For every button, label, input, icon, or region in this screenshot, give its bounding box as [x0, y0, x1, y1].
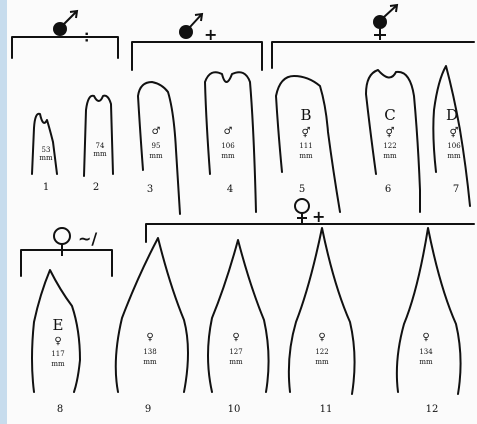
group-mark-top-mid: +: [204, 25, 217, 44]
specimen-sex: ⚥: [301, 126, 310, 139]
specimen-number: 12: [426, 404, 439, 415]
specimen-sex: ♂: [152, 126, 161, 137]
specimen-unit: mm: [39, 154, 53, 162]
specimen-number: 6: [385, 184, 391, 195]
bracket-bottom-left: [21, 250, 112, 276]
specimen-letter: E: [53, 316, 64, 334]
specimen-length: 106: [447, 142, 461, 150]
specimen-number: 1: [43, 182, 49, 193]
specimen-length: 53: [42, 146, 51, 154]
female-icon: [295, 199, 309, 213]
specimen-number: 10: [228, 404, 241, 415]
specimen-sex: ♀: [318, 332, 325, 343]
specimen-unit: mm: [419, 358, 433, 366]
specimen-outline-11: [289, 228, 355, 394]
specimen-length: 117: [51, 350, 64, 358]
bracket-top-mid: [132, 42, 262, 70]
specimen-length: 74: [96, 142, 105, 150]
specimen-sex: ♀: [54, 336, 61, 347]
specimen-number: 3: [147, 184, 153, 195]
bracket-top-left: [12, 37, 118, 58]
specimen-length: 106: [221, 142, 235, 150]
specimen-outline-6: [366, 70, 420, 212]
specimen-number: 2: [93, 182, 99, 193]
specimen-length: 95: [152, 142, 161, 150]
specimen-sex: ♀: [146, 332, 153, 343]
specimen-outline-10: [208, 240, 269, 392]
specimen-length: 134: [419, 348, 433, 356]
specimen-sex: ⚥: [449, 126, 458, 139]
specimen-number: 5: [299, 184, 305, 195]
specimen-sex: ♂: [224, 126, 233, 137]
bracket-bottom-right: [146, 224, 474, 242]
specimen-unit: mm: [149, 152, 163, 160]
specimen-number: 8: [57, 404, 63, 415]
specimen-number: 4: [227, 184, 233, 195]
specimen-sex: ♀: [422, 332, 429, 343]
specimen-unit: mm: [229, 358, 243, 366]
group-mark-bottom-left: ~/: [78, 229, 97, 248]
specimen-outline-9: [116, 238, 188, 392]
specimen-letter: D: [446, 106, 458, 124]
bracket-top-right: [272, 42, 474, 68]
group-mark-top-left: ÷: [80, 27, 93, 46]
specimen-number: 11: [320, 404, 333, 415]
specimen-letter: C: [384, 106, 395, 124]
specimen-unit: mm: [315, 358, 329, 366]
specimen-outline-1: [32, 114, 57, 174]
female-icon: [54, 228, 70, 244]
specimen-length: 138: [143, 348, 156, 356]
specimen-sex: ♀: [232, 332, 239, 343]
specimen-length: 122: [383, 142, 396, 150]
specimen-unit: mm: [143, 358, 157, 366]
group-mark-bottom-right: +: [312, 207, 325, 226]
specimen-unit: mm: [299, 152, 313, 160]
specimen-number: 7: [453, 184, 459, 195]
specimen-outline-12: [397, 228, 461, 394]
specimen-letter: B: [300, 106, 311, 124]
specimen-number: 9: [145, 404, 151, 415]
specimen-length: 127: [229, 348, 242, 356]
specimen-outline-2: [84, 96, 113, 176]
specimen-unit: mm: [51, 360, 65, 368]
specimen-length: 122: [315, 348, 328, 356]
specimen-unit: mm: [447, 152, 461, 160]
specimen-unit: mm: [93, 150, 107, 158]
specimen-unit: mm: [383, 152, 397, 160]
specimen-unit: mm: [221, 152, 235, 160]
specimen-sex: ⚥: [385, 126, 394, 139]
specimen-length: 111: [299, 142, 312, 150]
